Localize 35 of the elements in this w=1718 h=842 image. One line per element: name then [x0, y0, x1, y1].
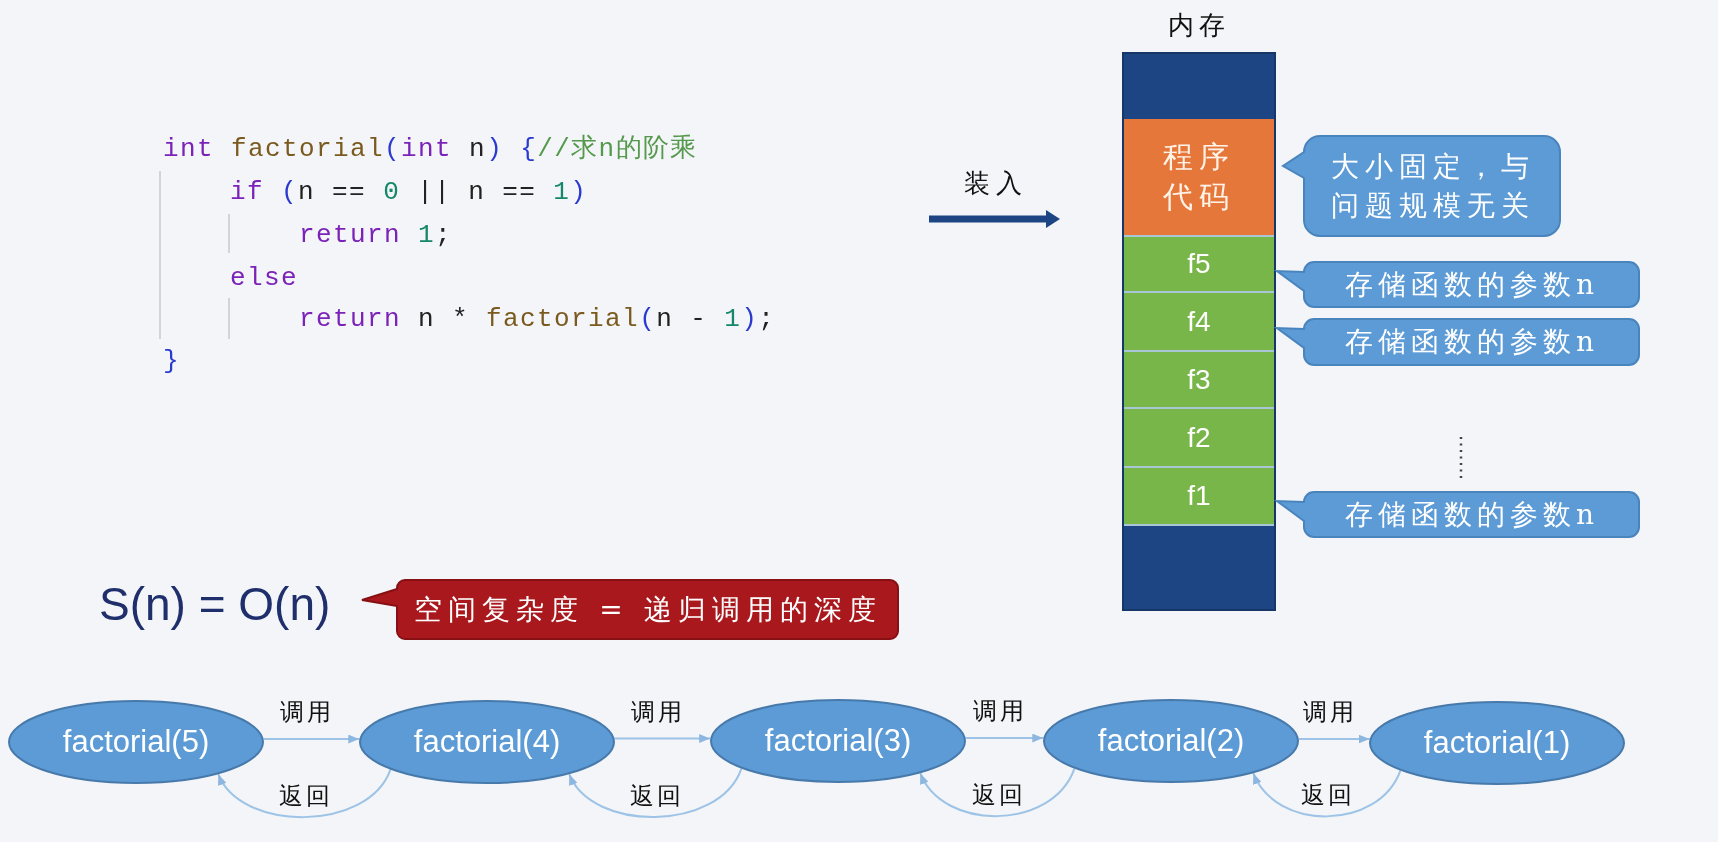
ellipse-node: factorial(4) — [359, 700, 615, 784]
callout-bubble: 存储函数的参数n — [1276, 318, 1640, 366]
arrow — [964, 733, 1045, 743]
ellipse-node: factorial(5) — [8, 700, 264, 784]
ellipse-node: factorial(1) — [1369, 701, 1625, 785]
arrow — [262, 734, 361, 744]
memory-block: f2 — [1124, 407, 1274, 466]
curved-arrow — [1252, 769, 1402, 818]
callout-bubble: 存储函数的参数n — [1276, 491, 1640, 538]
code-line: else — [230, 262, 298, 295]
memory-block: f1 — [1124, 466, 1274, 524]
column-heading: 内存 — [1167, 9, 1231, 42]
memory-block: f3 — [1124, 350, 1274, 407]
callout-bubble: 大小固定，与问题规模无关 — [1282, 135, 1561, 237]
memory-block — [1124, 54, 1274, 119]
arrow — [1297, 734, 1371, 744]
code-line: return 1; — [299, 219, 453, 252]
callout-bubble: 空间复杂度 = 递归调用的深度 — [361, 579, 899, 640]
curved-arrow — [919, 767, 1076, 818]
memory-block: f4 — [1124, 291, 1274, 350]
callout-bubble: 存储函数的参数n — [1276, 261, 1640, 308]
curved-arrow — [568, 767, 743, 818]
code-line: int factorial(int n) {//求n的阶乘 — [163, 133, 698, 166]
ellipse-node: factorial(2) — [1043, 699, 1299, 783]
ellipse-node: factorial(3) — [710, 699, 966, 783]
code-line: if (n == 0 || n == 1) — [230, 176, 588, 209]
memory-block: 程序代码 — [1124, 119, 1274, 235]
arrow-label: 装入 — [964, 167, 1028, 199]
code-line: } — [163, 345, 180, 378]
curved-arrow — [217, 768, 392, 819]
code-line: return n * factorial(n - 1); — [299, 303, 776, 336]
memory-block: f5 — [1124, 235, 1274, 291]
arrow — [613, 734, 712, 743]
formula: S(n) = O(n) — [99, 576, 331, 632]
memory-block — [1124, 524, 1274, 609]
